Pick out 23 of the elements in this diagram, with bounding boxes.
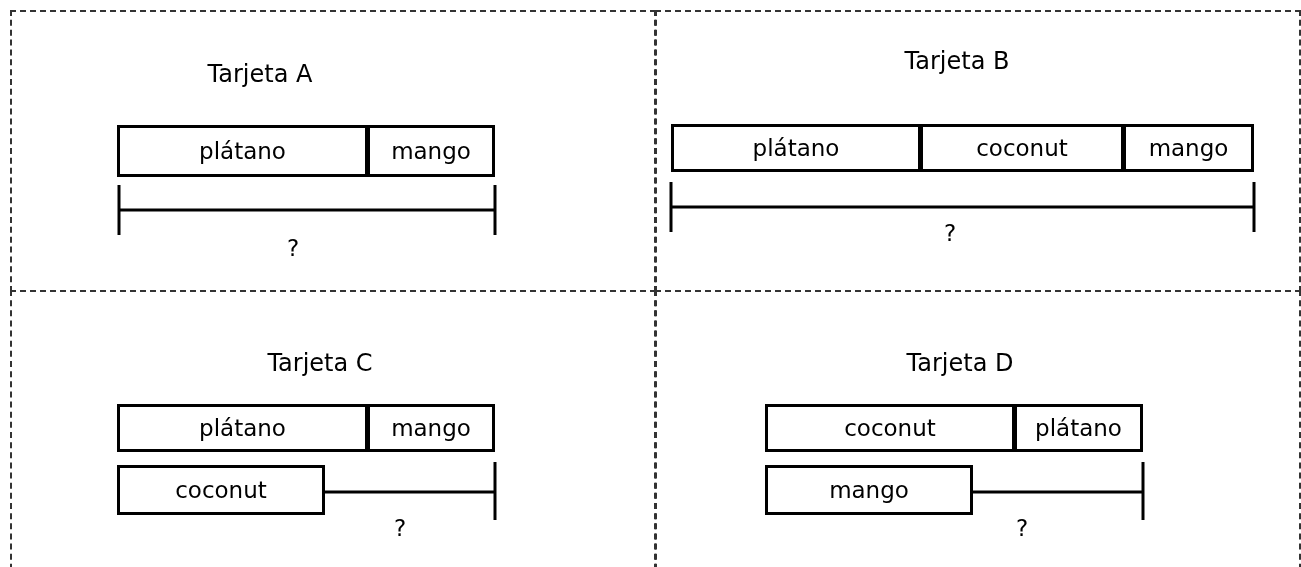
tape-segment: plátano — [1014, 404, 1143, 452]
unknown-length-label: ? — [1015, 515, 1029, 541]
tape-segment: plátano — [671, 124, 921, 172]
tape-segment: plátano — [117, 404, 368, 452]
tape-segment: coconut — [920, 124, 1124, 172]
card-border — [655, 10, 1301, 292]
unknown-length-label: ? — [943, 220, 957, 246]
tape-segment: coconut — [117, 465, 325, 515]
card-title: Tarjeta B — [904, 47, 1010, 75]
card-border — [10, 290, 656, 567]
unknown-length-label: ? — [286, 235, 300, 261]
unknown-length-label: ? — [393, 515, 407, 541]
tape-segment: mango — [1123, 124, 1254, 172]
card-title: Tarjeta D — [906, 349, 1014, 377]
tape-segment: mango — [367, 125, 495, 177]
card-title: Tarjeta C — [267, 349, 373, 377]
card-border — [10, 10, 656, 292]
tape-segment: mango — [367, 404, 495, 452]
card-border — [655, 290, 1301, 567]
tape-segment: coconut — [765, 404, 1015, 452]
tape-segment: mango — [765, 465, 973, 515]
card-title: Tarjeta A — [207, 60, 313, 88]
tape-segment: plátano — [117, 125, 368, 177]
